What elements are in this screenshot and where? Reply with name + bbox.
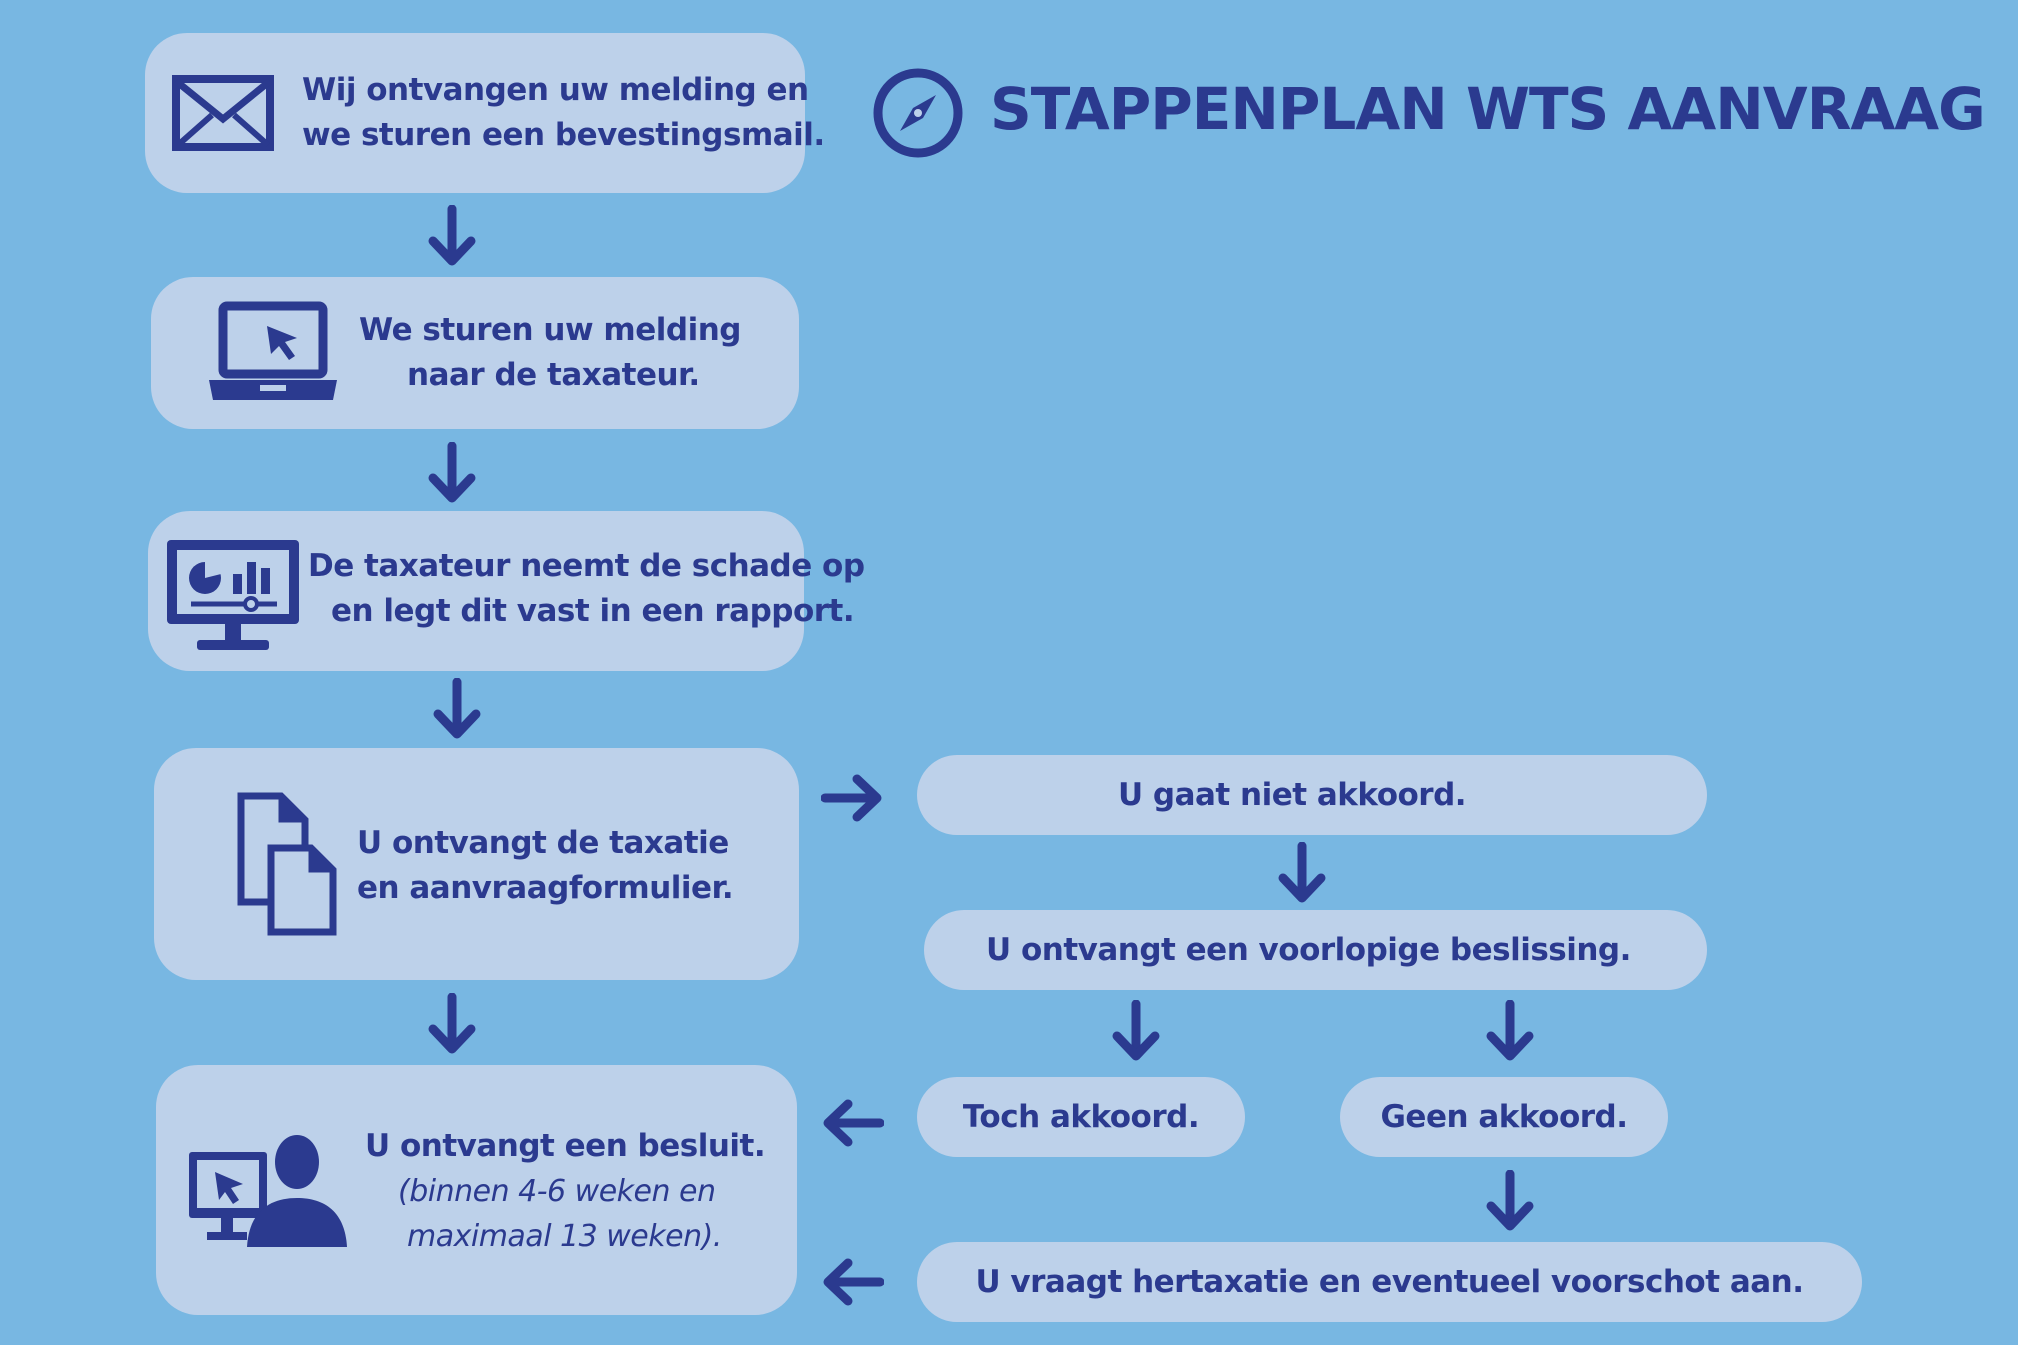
arrow-down-icon xyxy=(428,442,476,503)
monitor-chart-icon xyxy=(167,540,299,650)
branch-provisional-label: U ontvangt een voorlopige beslissing. xyxy=(986,932,1631,968)
step-receive-box xyxy=(154,748,799,980)
step-send-line-1: We sturen uw melding xyxy=(359,312,741,348)
step-receive-line-2: en aanvraagformulier. xyxy=(357,870,734,906)
branch-provisional: U ontvangt een voorlopige beslissing. xyxy=(924,910,1707,990)
branch-no-agree: Geen akkoord. xyxy=(1340,1077,1668,1157)
arrow-right-icon xyxy=(821,774,882,822)
compass-icon xyxy=(873,68,963,158)
arrow-left-icon xyxy=(823,1099,884,1147)
arrow-down-icon xyxy=(433,678,481,739)
step-decision-line-3: maximaal 13 weken). xyxy=(407,1219,722,1254)
arrow-down-icon xyxy=(1486,1000,1534,1061)
step-decision-line-2: (binnen 4-6 weken en xyxy=(398,1174,716,1209)
step-send-line-2: naar de taxateur. xyxy=(407,357,700,393)
branch-agree-anyway: Toch akkoord. xyxy=(917,1077,1245,1157)
laptop-icon xyxy=(209,301,337,400)
branch-not-agree: U gaat niet akkoord. xyxy=(917,755,1707,835)
branch-reappraisal: U vraagt hertaxatie en eventueel voorsch… xyxy=(917,1242,1862,1322)
step-report-line-1: De taxateur neemt de schade op xyxy=(308,548,865,584)
arrow-down-icon xyxy=(428,205,476,266)
diagram-title: STAPPENPLAN WTS AANVRAAG xyxy=(990,75,1986,143)
documents-icon xyxy=(237,792,337,936)
person-computer-icon xyxy=(189,1135,347,1247)
branch-not-agree-label: U gaat niet akkoord. xyxy=(1117,777,1467,813)
step-mail-box xyxy=(145,33,805,193)
envelope-icon xyxy=(172,75,274,151)
step-mail-line-2: we sturen een bevestingsmail. xyxy=(302,117,825,153)
step-decision-line-1: U ontvangt een besluit. xyxy=(365,1128,766,1164)
branch-reappraisal-label: U vraagt hertaxatie en eventueel voorsch… xyxy=(975,1264,1804,1300)
arrow-down-icon xyxy=(1112,1000,1160,1061)
step-receive-line-1: U ontvangt de taxatie xyxy=(357,825,729,861)
arrow-down-icon xyxy=(1486,1170,1534,1231)
step-mail-line-1: Wij ontvangen uw melding en xyxy=(302,72,809,108)
branch-agree-anyway-label: Toch akkoord. xyxy=(962,1099,1200,1135)
arrow-down-icon xyxy=(1278,842,1326,903)
arrow-left-icon xyxy=(823,1258,884,1306)
arrow-down-icon xyxy=(428,993,476,1054)
branch-no-agree-label: Geen akkoord. xyxy=(1380,1099,1628,1135)
step-report-line-2: en legt dit vast in een rapport. xyxy=(331,593,855,629)
